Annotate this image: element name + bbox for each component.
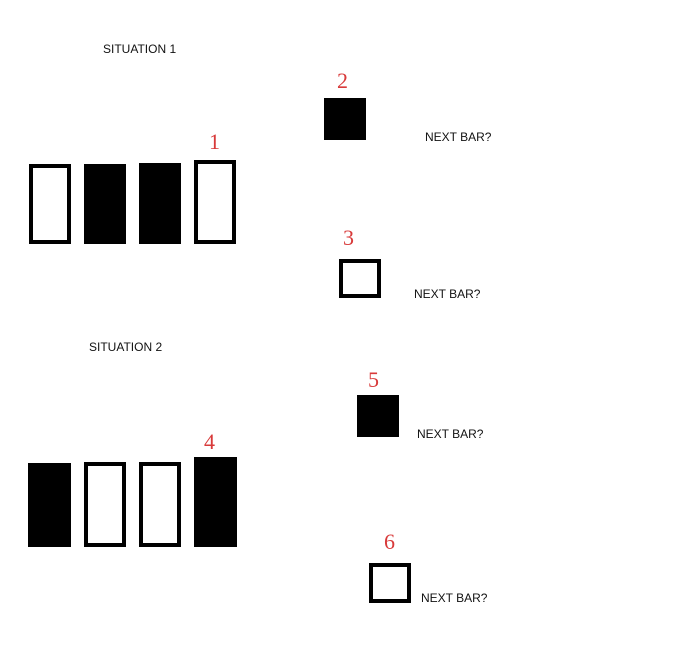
- option-6-number: 6: [384, 529, 395, 554]
- s2-bar-3: [139, 462, 181, 547]
- option-6-bar: [369, 563, 411, 603]
- option-3-bar: [339, 259, 381, 298]
- s2-bar-4: [194, 457, 237, 547]
- s2-bar-2: [84, 462, 126, 547]
- option-6-question: NEXT BAR?: [421, 591, 488, 605]
- s1-bar-4-number: 1: [209, 129, 220, 154]
- s2-bar-1: [28, 463, 71, 547]
- option-3-question: NEXT BAR?: [414, 287, 481, 301]
- option-5-bar: [357, 395, 399, 437]
- s1-bar-4: [194, 160, 236, 244]
- option-2-question: NEXT BAR?: [425, 130, 492, 144]
- option-5-number: 5: [368, 367, 379, 392]
- option-2-bar: [324, 98, 366, 140]
- s1-bar-2: [84, 164, 126, 244]
- situation-1-title: SITUATION 1: [103, 42, 177, 56]
- option-2-number: 2: [337, 68, 348, 93]
- s2-bar-4-number: 4: [204, 429, 215, 454]
- s1-bar-3: [139, 163, 181, 244]
- situation-2-title: SITUATION 2: [89, 340, 163, 354]
- option-3-number: 3: [343, 225, 354, 250]
- s1-bar-1: [29, 164, 71, 244]
- option-5-question: NEXT BAR?: [417, 427, 484, 441]
